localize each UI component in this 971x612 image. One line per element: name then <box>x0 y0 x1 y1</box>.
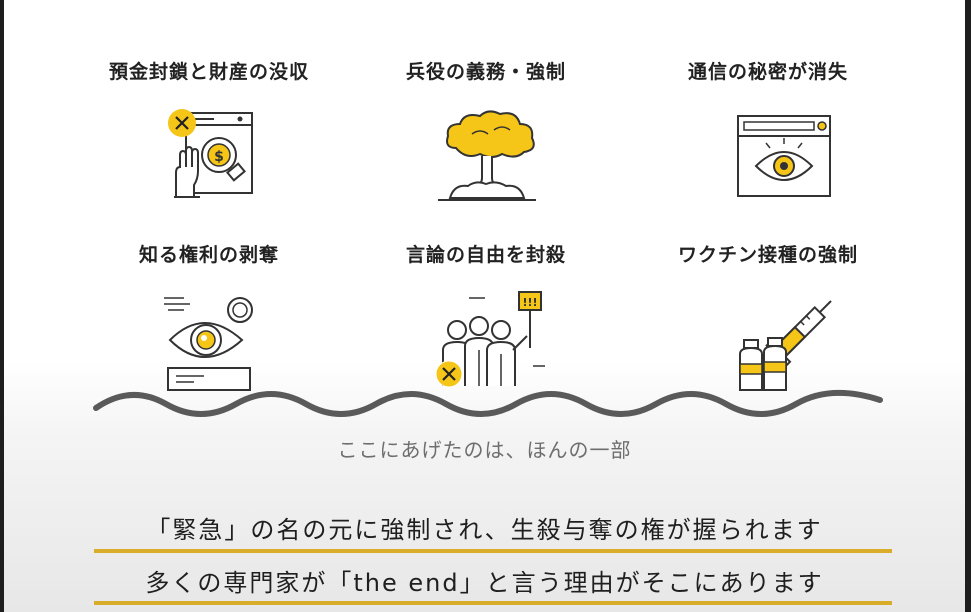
vaccine-syringe-icon <box>739 300 832 391</box>
surveillance-eye-icon <box>737 115 831 197</box>
silenced-protest-icon: !!! <box>435 291 545 388</box>
item-label-conscription: 兵役の義務・強制 <box>405 61 566 83</box>
item-label-privacy-loss: 通信の秘密が消失 <box>687 61 848 83</box>
item-label-vaccine-mandate: ワクチン接種の強制 <box>677 244 858 266</box>
slide-panel: 預金封鎖と財産の没収 兵役の義務・強制 通信の秘密が消失 $ <box>4 0 965 612</box>
subtitle-line-1: 「緊急」の名の元に強制され、生殺与奪の権が握られます <box>146 516 823 544</box>
mushroom-cloud-icon <box>438 110 536 201</box>
wave-divider <box>93 389 883 417</box>
item-label-free-speech: 言論の自由を封殺 <box>405 244 566 266</box>
bank-freeze-icon: $ <box>168 109 253 198</box>
subtitle-underline-1 <box>94 549 892 553</box>
caption-text: ここにあげたのは、ほんの一部 <box>337 438 632 462</box>
censored-eye-icon <box>164 297 253 391</box>
item-label-asset-freeze: 預金封鎖と財産の没収 <box>108 61 309 83</box>
subtitle-line-2: 多くの専門家が「the end」と言う理由がそこにあります <box>145 569 824 597</box>
item-label-right-to-know: 知る権利の剥奪 <box>138 244 279 266</box>
subtitle-underline-2 <box>94 601 892 605</box>
svg-text:$: $ <box>214 149 224 165</box>
svg-text:!!!: !!! <box>522 296 537 309</box>
